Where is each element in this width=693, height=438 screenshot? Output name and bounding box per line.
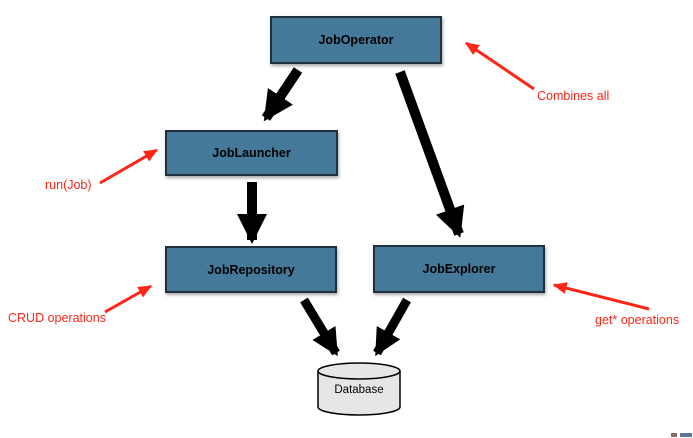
database-label: Database	[334, 384, 384, 396]
database-cylinder	[317, 362, 401, 416]
node-job-operator: JobOperator	[270, 16, 442, 64]
arrow-jobexplorer-to-database	[373, 297, 411, 357]
arrow-joboperator-to-joblauncher	[261, 67, 303, 122]
node-job-repository-label: JobRepository	[207, 262, 295, 277]
node-job-operator-label: JobOperator	[318, 33, 394, 47]
annotation-arrow-crud-operations	[104, 284, 153, 314]
annotation-get-operations: get* operations	[595, 313, 680, 327]
node-job-launcher-label: JobLauncher	[212, 146, 291, 160]
annotation-run-job: run(Job)	[45, 178, 92, 192]
annotation-arrow-get-operations	[552, 282, 650, 311]
clipped-page-number-fragment	[671, 432, 692, 438]
node-job-launcher: JobLauncher	[165, 130, 338, 176]
annotation-crud-operations: CRUD operations	[8, 311, 106, 325]
annotation-arrow-combines-all	[465, 41, 535, 91]
fragment-mark	[671, 433, 677, 437]
node-job-explorer: JobExplorer	[373, 245, 545, 293]
arrow-joboperator-to-jobexplorer	[395, 70, 465, 238]
arrow-jobrepository-to-database	[300, 297, 340, 357]
annotation-arrow-run-job	[99, 148, 159, 185]
node-job-repository: JobRepository	[165, 246, 337, 293]
fragment-mark	[680, 433, 692, 437]
node-job-explorer-label: JobExplorer	[422, 262, 496, 276]
annotation-combines-all: Combines all	[537, 89, 610, 103]
